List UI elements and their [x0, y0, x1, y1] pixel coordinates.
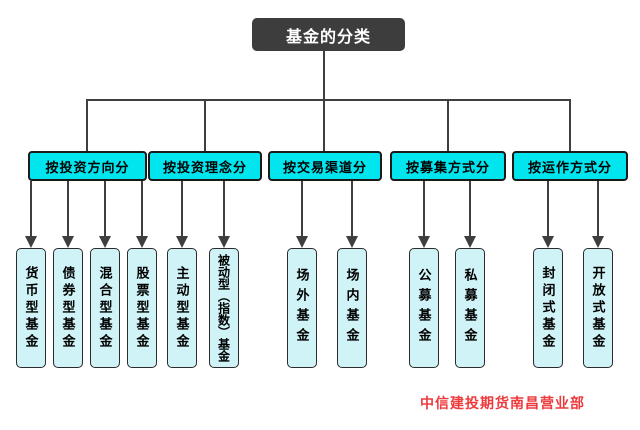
- arrow-connector: [592, 181, 604, 248]
- leaf-node: 货币型基金: [16, 248, 46, 368]
- arrow-connector: [346, 181, 358, 248]
- arrow-connector: [218, 181, 230, 248]
- arrow-connector: [464, 181, 476, 248]
- connector-trunk: [323, 51, 325, 152]
- leaf-node: 公募基金: [409, 248, 439, 368]
- root-node: 基金的分类: [252, 18, 405, 51]
- arrow-connector: [296, 181, 308, 248]
- watermark-text: 中信建投期货南昌营业部: [420, 395, 585, 411]
- arrow-connector: [136, 181, 148, 248]
- leaf-node: 开放式基金: [583, 248, 613, 368]
- leaf-node: 股票型基金: [127, 248, 157, 368]
- connector-drop: [204, 99, 206, 152]
- category-node: 按运作方式分: [512, 151, 628, 181]
- leaf-node: 场外基金: [287, 248, 317, 368]
- category-node: 按交易渠道分: [268, 151, 382, 181]
- leaf-node: 被动型（指数）基金: [209, 248, 239, 368]
- leaf-node: 主动型基金: [167, 248, 197, 368]
- arrow-connector: [99, 181, 111, 248]
- leaf-node: 封闭式基金: [533, 248, 563, 368]
- category-node: 按募集方式分: [390, 151, 506, 181]
- connector-drop: [86, 99, 88, 152]
- arrow-connector: [62, 181, 74, 248]
- arrow-connector: [542, 181, 554, 248]
- category-node: 按投资理念分: [148, 151, 262, 181]
- connector-drop: [447, 99, 449, 152]
- leaf-node: 场内基金: [337, 248, 367, 368]
- leaf-node: 债券型基金: [53, 248, 83, 368]
- leaf-node: 混合型基金: [90, 248, 120, 368]
- arrow-connector: [418, 181, 430, 248]
- arrow-connector: [176, 181, 188, 248]
- category-node: 按投资方向分: [28, 151, 147, 181]
- arrow-connector: [25, 181, 37, 248]
- leaf-node: 私募基金: [455, 248, 485, 368]
- connector-drop: [569, 99, 571, 152]
- connector-bus: [86, 99, 571, 101]
